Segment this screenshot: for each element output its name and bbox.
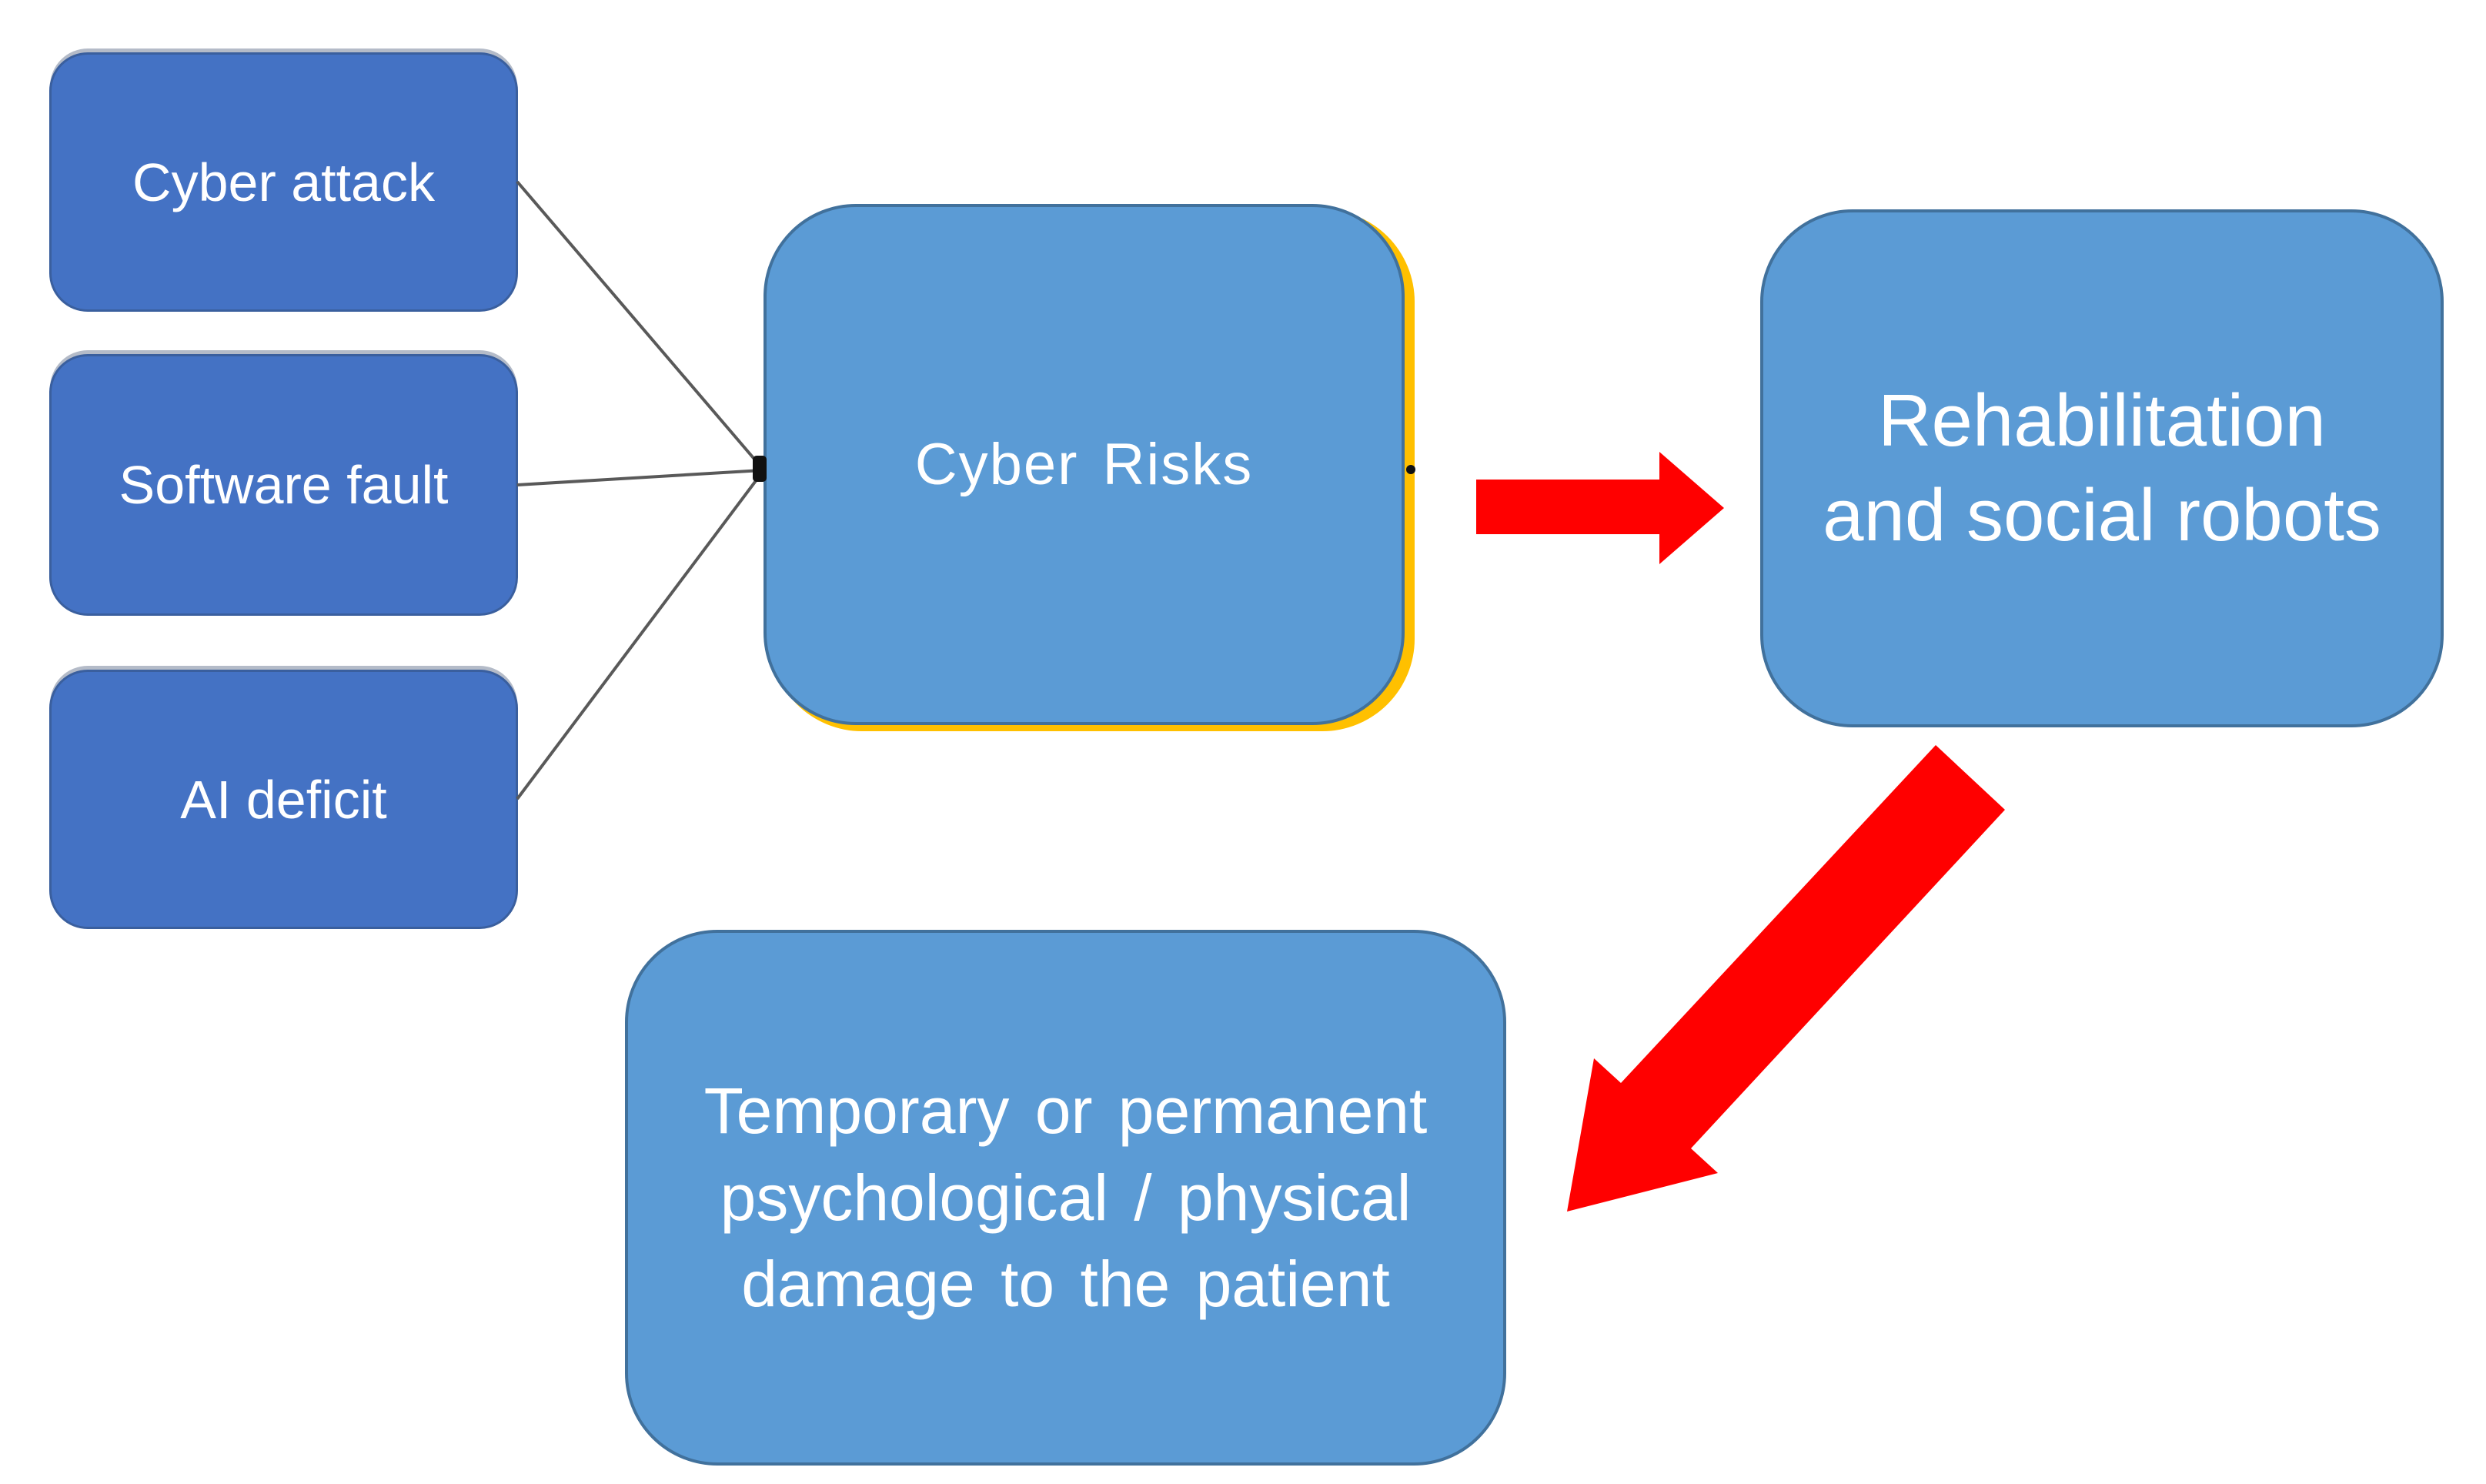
- node-damage: Temporary or permanent psychological / p…: [625, 930, 1506, 1466]
- node-ai-deficit: AI deficit: [49, 670, 518, 929]
- node-rehabilitation-label: Rehabilitation and social robots: [1823, 379, 2381, 556]
- node-rehabilitation: Rehabilitation and social robots: [1760, 209, 2444, 727]
- node-damage-label: Temporary or permanent psychological / p…: [703, 1075, 1428, 1321]
- node-software-fault: Software fault: [49, 354, 518, 616]
- connector-line-software-fault: [516, 469, 763, 486]
- node-cyber-risks-label: Cyber Risks: [914, 432, 1254, 497]
- node-software-fault-label: Software fault: [119, 455, 449, 515]
- connector-line-ai-deficit: [516, 471, 764, 800]
- red-arrow-right-icon: [1476, 452, 1724, 564]
- node-cyber-attack: Cyber attack: [49, 52, 518, 312]
- node-cyber-risks: Cyber Risks: [764, 204, 1405, 725]
- connector-line-cyber-attack: [516, 180, 764, 470]
- node-cyber-attack-label: Cyber attack: [132, 152, 435, 212]
- node-ai-deficit-label: AI deficit: [180, 769, 387, 830]
- red-arrow-diagonal-icon: [1567, 745, 2005, 1212]
